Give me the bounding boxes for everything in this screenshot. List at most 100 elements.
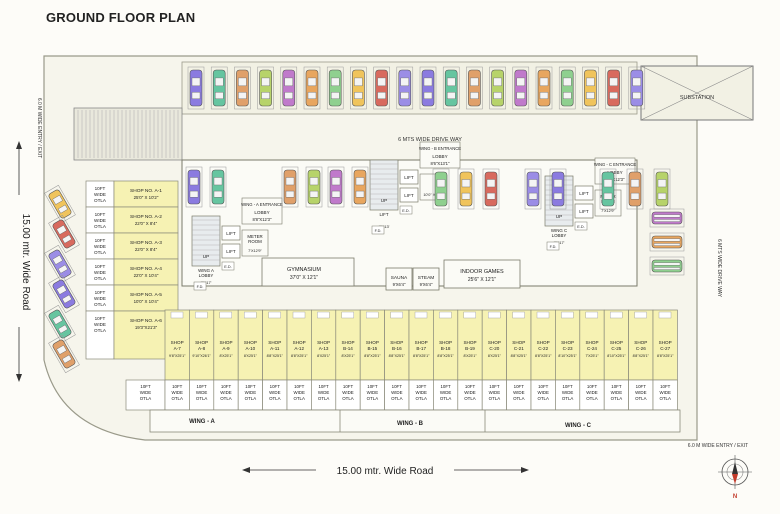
parked-car [209,166,227,208]
lift-label: LIFT [404,175,414,180]
drive-way-label: 6 MTS WIDE DRIVE WAY [398,137,462,143]
parked-car [48,334,80,374]
otla-label: WIDE [464,390,476,395]
otla-label: OTLA [367,396,379,401]
indoor-games-dim: 25'6" X 12'1" [468,277,496,283]
parked-car [489,66,506,110]
parked-car [44,304,76,344]
wing-c-label: WING - C [565,423,592,429]
parked-car [44,244,76,284]
otla-label: OTLA [94,224,107,229]
lift-label: LIFT [404,193,414,198]
lift-label: LIFT [226,231,236,236]
parked-car [626,168,644,210]
shop-dim: 22'0" X 8'4" [135,247,158,252]
otla-label: 10FT [95,264,106,269]
meter-room-dim: 7'X12'9" [601,209,615,213]
wing-lobby-label: WING A [198,268,214,273]
sauna-label: SAUNA [391,275,408,281]
fd-label: F.D. [197,285,204,289]
shop-name: A-10 [246,346,256,351]
steam-room [412,267,440,291]
parked-car [396,66,414,110]
parked-car [326,66,344,110]
otla-label: 10FT [367,384,378,389]
stair-up-label: UP [203,254,209,259]
ed-label: E.D. [224,265,231,269]
shop-name: SHOP [317,340,330,345]
entrance-label: WING - A ENTRANCE [241,202,283,207]
otla-label: WIDE [489,390,501,395]
shop-name: SHOP [293,340,306,345]
gymnasium-dim: 37'0" X 12'1" [290,275,318,281]
wing-lobby-label: LOBBY [199,273,214,278]
parked-car [558,66,576,110]
shop-name: A-12 [294,346,304,351]
lift-label: LIFT [579,191,589,196]
shop-name: SHOP [341,340,354,345]
otla-label: OTLA [269,396,281,401]
stair-up-label: UP [381,198,387,203]
shop-name: SHOP [537,340,550,345]
otla-label: 10FT [538,384,549,389]
ed-label: E.D. [402,209,409,213]
shop-dim: 8'8"X25'1" [511,354,528,358]
otla-label: OTLA [94,328,107,333]
parked-car [303,66,321,110]
sauna-dim: 9'X6'4" [393,282,406,287]
bottom-shops: SHOPA-79'8"X25'1"SHOPA-89'10"X26'1"SHOPA… [125,309,678,411]
shop-dim: 8'8"X25'1" [413,354,430,358]
otla-label: OTLA [586,396,598,401]
otla-label: 10FT [440,384,451,389]
compass-icon [718,455,752,489]
fd-label: F.D. [550,245,557,249]
entry-left-label: 6.0 M WIDE ENTRY / EXIT [36,98,42,158]
shop-name: A-13 [319,346,329,351]
otla-label: OTLA [635,396,647,401]
otla-label: WIDE [94,218,106,223]
otla-label: WIDE [245,390,257,395]
parked-car [582,66,599,110]
shop-dim: 9'8"X25'1" [169,354,186,358]
shop-name: SHOP [219,340,232,345]
lobby-dim: 8'6"X13'1" [430,161,450,166]
shop-dim: 8'8"X25'1" [633,354,650,358]
lobby-label: LOBBY [607,170,622,175]
otla-label: WIDE [586,390,598,395]
otla-label: WIDE [140,390,152,395]
otla-label: 10FT [343,384,354,389]
otla-label: 10FT [489,384,500,389]
shop-name: SHOP [415,340,428,345]
shop-name: SHOP [439,340,452,345]
shop-dim: 19'3"X21'3" [135,325,158,330]
gymnasium-label: GYMNASIUM [287,267,321,273]
meter-room-dim: 7'X12'9" [248,249,262,253]
otla-label: WIDE [220,390,232,395]
shop-dim: 8'X25'1" [219,354,233,358]
otla-label: OTLA [489,396,501,401]
shop-name: SHOP NO. A-4 [130,266,162,272]
otla-label: OTLA [391,396,403,401]
shop-dim: 8'X25'1" [317,354,331,358]
parked-car [257,66,274,110]
otla-label: 10FT [270,384,281,389]
shop-name: SHOP [463,340,476,345]
shop-dim: 8'X25'1" [463,354,477,358]
shop-name: SHOP [561,340,574,345]
shop-dim: 8'X25'1" [488,354,502,358]
